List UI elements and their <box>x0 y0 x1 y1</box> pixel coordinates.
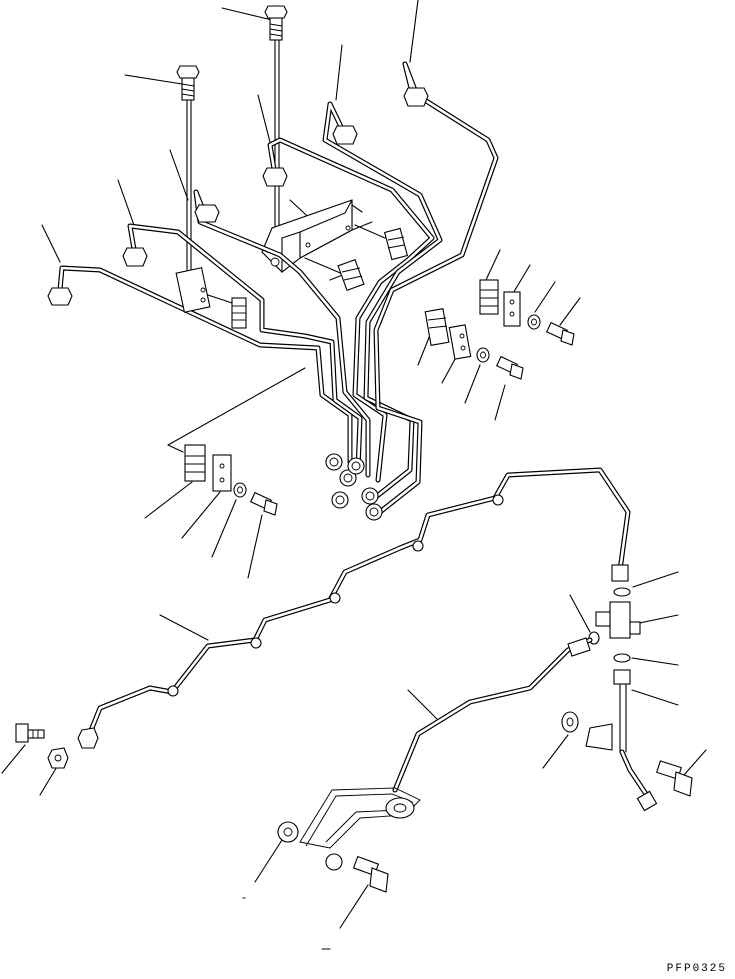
upper-injection-tubes <box>57 61 499 515</box>
tee-fitting-cluster <box>561 587 693 812</box>
clamp-upper-right <box>383 227 409 261</box>
overflow-pipe <box>277 637 593 893</box>
clamp-set-right <box>479 279 575 346</box>
pump-end-fittings <box>325 453 383 521</box>
left-bolt-and-washer <box>15 723 69 769</box>
long-bolt-rear <box>264 5 288 259</box>
clamp-upper-left <box>175 267 247 329</box>
clamp-set-lower-left <box>184 444 278 516</box>
upper-tube-nuts <box>47 87 429 306</box>
clamp-upper-middle <box>337 259 365 291</box>
leader-lines <box>1 0 707 929</box>
long-bolt-front <box>176 65 200 283</box>
fuel-return-tube <box>77 467 631 749</box>
clamp-set-center <box>424 308 524 380</box>
drawing-code: PFP0325 <box>666 963 727 975</box>
